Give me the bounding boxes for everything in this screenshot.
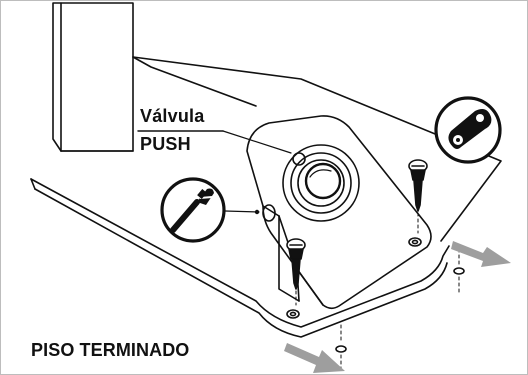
arrow-right bbox=[451, 241, 511, 267]
cam-lever-icon bbox=[434, 96, 502, 164]
direction-arrows bbox=[284, 241, 511, 373]
finished-floor-label: PISO TERMINADO bbox=[31, 340, 190, 360]
valve-name-label: Válvula bbox=[140, 106, 205, 126]
push-valve bbox=[262, 144, 360, 222]
plate-holes bbox=[286, 237, 422, 319]
screw-left bbox=[286, 238, 306, 306]
column bbox=[52, 2, 134, 152]
label-leader bbox=[222, 130, 292, 154]
wrench-leader bbox=[224, 210, 260, 213]
screw-right bbox=[408, 159, 428, 234]
valve-type-label: PUSH bbox=[140, 134, 191, 154]
pipe-wrench-icon bbox=[160, 177, 226, 243]
arrow-bottom bbox=[284, 343, 345, 373]
